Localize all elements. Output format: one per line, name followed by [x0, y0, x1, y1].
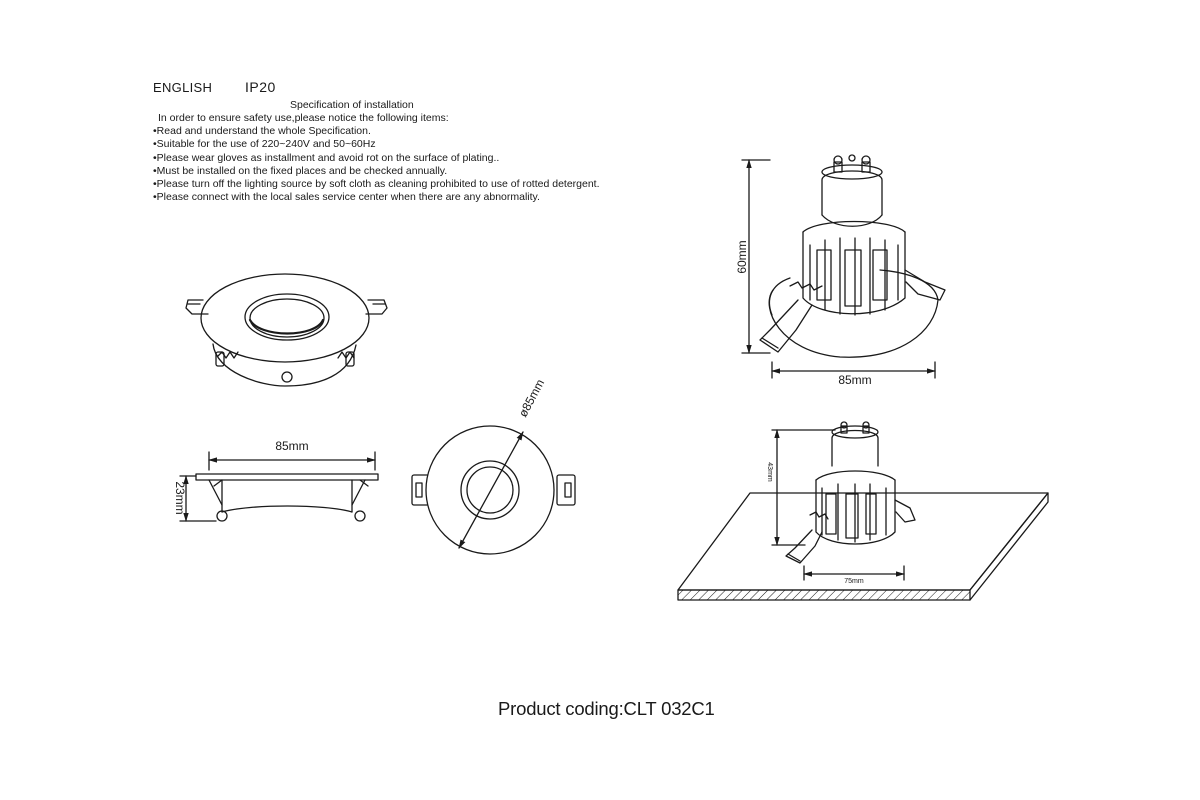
product-coding: Product coding:CLT 032C1	[498, 698, 715, 719]
lamp-assembly-view	[741, 154, 946, 379]
lamp-height-label: 60mm	[735, 240, 749, 273]
installation-view	[677, 421, 1049, 601]
spec-item: •Please wear gloves as installment and a…	[153, 151, 500, 164]
cutout-height-label: 43mm	[766, 462, 773, 482]
lamp-width-label: 85mm	[838, 373, 871, 387]
spec-item: •Please connect with the local sales ser…	[153, 191, 540, 204]
top-diameter-label: ø85mm	[516, 377, 547, 419]
spec-item: •Please turn off the lighting source by …	[153, 178, 600, 191]
side-height-label: 23mm	[173, 481, 187, 514]
spec-title: Specification of installation	[290, 99, 414, 111]
language-label: ENGLISH IP20	[153, 79, 275, 95]
ring-perspective-view	[185, 273, 388, 387]
spec-item: •Read and understand the whole Specifica…	[153, 125, 371, 138]
language-text: ENGLISH	[153, 80, 213, 95]
spec-item: •Suitable for the use of 220~240V and 50…	[153, 138, 376, 151]
ring-side-view	[179, 451, 379, 522]
spec-intro: In order to ensure safety use,please not…	[158, 112, 449, 124]
spec-list: In order to ensure safety use,please not…	[153, 112, 600, 204]
side-width-label: 85mm	[275, 439, 308, 453]
cutout-width-label: 75mm	[844, 578, 864, 585]
ring-top-view	[411, 425, 576, 555]
ip-rating: IP20	[245, 79, 276, 95]
spec-item: •Must be installed on the fixed places a…	[153, 164, 448, 177]
